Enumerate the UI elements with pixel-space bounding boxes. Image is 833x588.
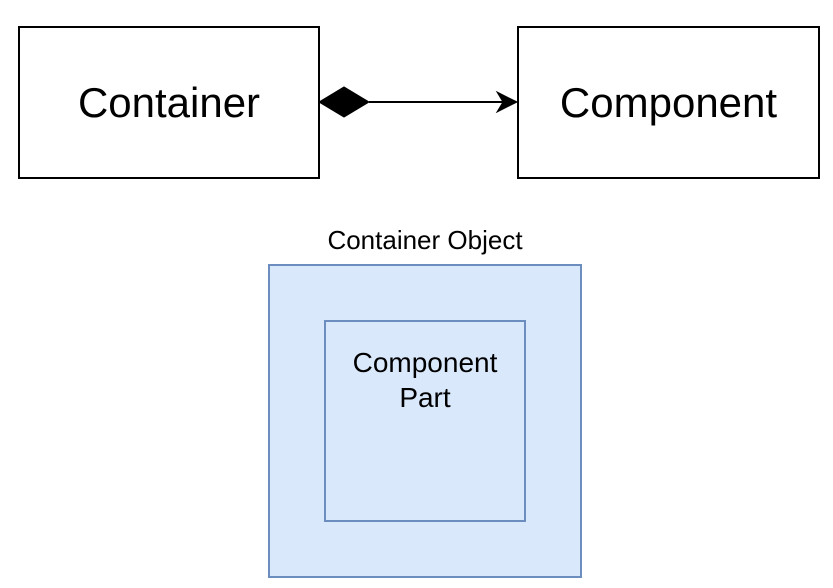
container-class-box: Container	[18, 26, 320, 179]
component-part-label: Component Part	[324, 345, 526, 415]
container-object-label: Container Object	[327, 225, 523, 255]
component-part-box	[324, 320, 526, 522]
container-class-label: Container	[77, 78, 261, 126]
composition-diamond-icon	[318, 86, 370, 118]
component-class-box: Component	[517, 26, 820, 179]
component-class-label: Component	[559, 78, 778, 126]
arrowhead-icon	[495, 90, 519, 114]
component-part-label-line1: Component	[352, 347, 498, 378]
component-part-label-line2: Part	[399, 382, 451, 413]
